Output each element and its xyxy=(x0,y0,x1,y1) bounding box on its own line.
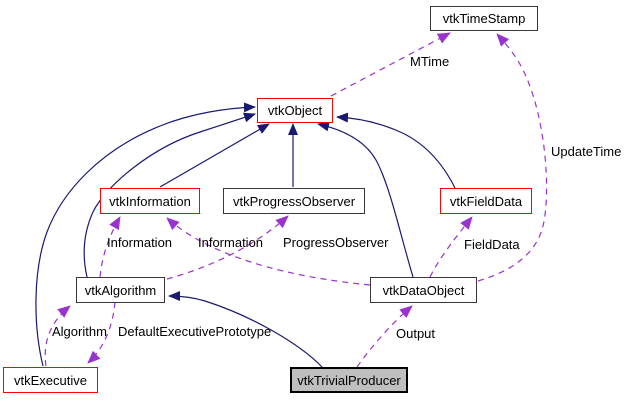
node-vtkTrivialProducer: vtkTrivialProducer xyxy=(290,367,408,393)
node-vtkInformation[interactable]: vtkInformation xyxy=(100,188,200,214)
edge-label-information-right: Information xyxy=(198,235,264,250)
edge-label-algorithm: Algorithm xyxy=(52,324,107,339)
node-vtkDataObject[interactable]: vtkDataObject xyxy=(370,277,477,303)
edge-label-fielddata: FieldData xyxy=(464,237,520,252)
edge-usage-vtkDataObject-to-vtkFieldData xyxy=(429,216,473,278)
edge-inherit-vtkExecutive-to-vtkObject xyxy=(35,102,256,367)
edge-label-progressobserver: ProgressObserver xyxy=(283,235,389,250)
edge-label-information-left: Information xyxy=(107,235,173,250)
node-vtkExecutive[interactable]: vtkExecutive xyxy=(3,367,98,393)
node-vtkProgressObserver[interactable]: vtkProgressObserver xyxy=(223,188,365,214)
edge-usage-vtkDataObject-to-vtkTimeStamp-updatetime xyxy=(477,33,548,282)
edge-usage-vtkDataObject-to-vtkInformation xyxy=(166,217,371,286)
node-vtkFieldData[interactable]: vtkFieldData xyxy=(440,188,532,214)
edge-usage-vtkAlgorithm-to-vtkInformation xyxy=(99,216,121,278)
node-vtkAlgorithm[interactable]: vtkAlgorithm xyxy=(76,277,165,303)
edge-inherit-vtkAlgorithm-to-vtkObject xyxy=(83,112,256,278)
node-vtkTimeStamp[interactable]: vtkTimeStamp xyxy=(430,6,538,31)
edge-inherit-vtkFieldData-to-vtkObject xyxy=(336,112,456,189)
edge-inherit-vtkDataObject-to-vtkObject xyxy=(317,121,414,278)
edge-label-output: Output xyxy=(396,326,436,341)
edge-usage-vtkAlgorithm-to-vtkProgressObserver xyxy=(166,215,289,280)
edge-usage-vtkExecutive-to-vtkAlgorithm xyxy=(44,305,71,367)
edge-usage-vtkObject-to-vtkTimeStamp-mtime xyxy=(330,32,451,97)
edge-inherit-vtkTrivialProducer-to-vtkAlgorithm xyxy=(168,291,323,368)
node-vtkObject[interactable]: vtkObject xyxy=(257,98,333,123)
edge-inherit-vtkInformation-to-vtkObject xyxy=(159,123,270,188)
edge-usage-vtkAlgorithm-to-vtkExecutive xyxy=(87,301,116,364)
edge-label-defaultexecutiveprototype: DefaultExecutivePrototype xyxy=(118,324,272,339)
edge-label-updatetime: UpdateTime xyxy=(551,144,622,159)
edge-label-mtime: MTime xyxy=(410,54,450,69)
